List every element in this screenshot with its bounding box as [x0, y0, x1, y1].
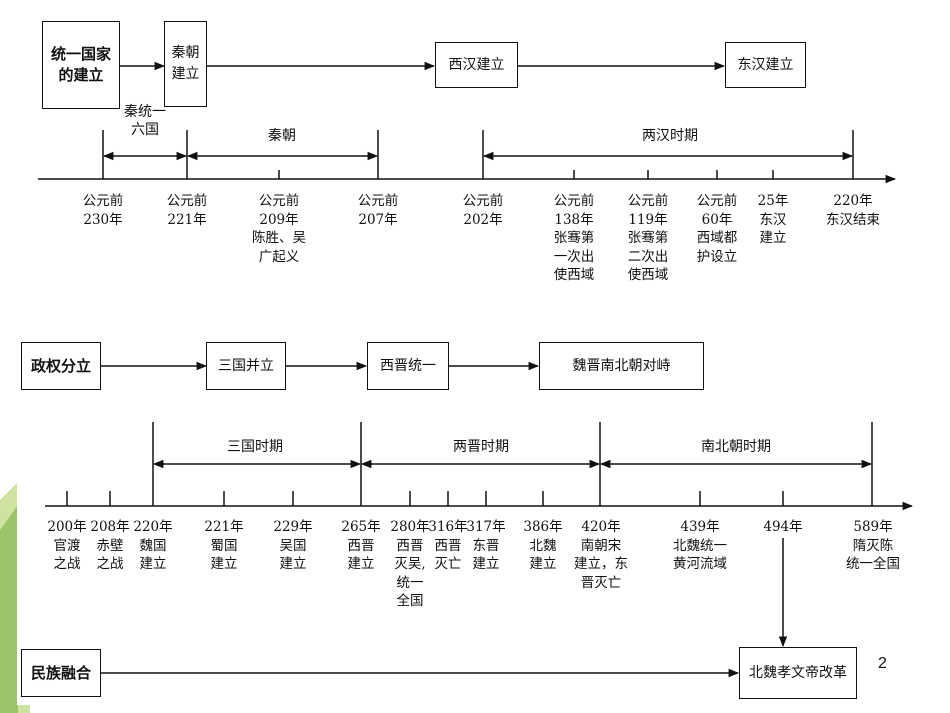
box-western-jin-unify: 西晋统一: [367, 342, 449, 390]
period-two-jin: 两晋时期: [453, 439, 509, 455]
box-regime-split: 政权分立: [21, 342, 101, 390]
event-label: 229年 吴国 建立: [273, 519, 313, 572]
event-label: 221年 蜀国 建立: [204, 519, 244, 572]
box-xiaowen-reform: 北魏孝文帝改革: [739, 647, 857, 699]
period-qin-unify: 秦统一 六国: [124, 104, 166, 138]
event-label: 220年 东汉结束: [826, 193, 880, 228]
event-label: 公元前 209年 陈胜、吴 广起义: [252, 193, 306, 265]
event-label: 220年 魏国 建立: [133, 519, 173, 572]
period-nanbeichao: 南北朝时期: [701, 439, 771, 455]
period-han: 两汉时期: [642, 128, 698, 144]
period-qin: 秦朝: [268, 128, 296, 144]
event-label: 280年 西晋 灭吴, 统一 全国: [390, 519, 430, 609]
event-label: 386年 北魏 建立: [523, 519, 563, 572]
box-weijin-nanbei: 魏晋南北朝对峙: [539, 342, 704, 390]
slide: [17, 13, 934, 705]
event-label: 公元前 230年: [82, 193, 124, 228]
event-label: 439年 北魏统一 黄河流域: [673, 519, 727, 572]
event-label: 公元前 119年 张骞第 二次出 使西域: [627, 193, 669, 283]
event-label: 317年 东晋 建立: [466, 519, 506, 572]
event-label: 200年 官渡 之战: [47, 519, 87, 572]
box-unify: 统一国家 的建立: [42, 21, 120, 109]
event-label: 494年: [763, 519, 803, 535]
event-label: 公元前 207年: [357, 193, 399, 228]
box-ethnic-fusion: 民族融合: [21, 649, 101, 697]
box-qin-founded: 秦朝 建立: [164, 21, 207, 107]
period-three-kingdoms: 三国时期: [227, 439, 283, 455]
event-label: 公元前 138年 张骞第 一次出 使西域: [553, 193, 595, 283]
event-label: 公元前 60年 西域都 护设立: [696, 193, 738, 265]
event-label: 265年 西晋 建立: [341, 519, 381, 572]
event-label: 589年 隋灭陈 统一全国: [846, 519, 900, 572]
event-label: 公元前 221年: [166, 193, 208, 228]
box-three-kingdoms: 三国并立: [206, 342, 286, 390]
event-label: 316年 西晋 灭亡: [428, 519, 468, 572]
event-label: 公元前 202年: [462, 193, 504, 228]
box-donghan-founded: 东汉建立: [725, 42, 806, 88]
box-xihan-founded: 西汉建立: [435, 42, 518, 88]
event-label: 208年 赤壁 之战: [90, 519, 130, 572]
event-label: 25年 东汉 建立: [757, 193, 789, 246]
page-number: 2: [878, 655, 887, 672]
event-label: 420年 南朝宋 建立，东 晋灭亡: [574, 519, 628, 591]
